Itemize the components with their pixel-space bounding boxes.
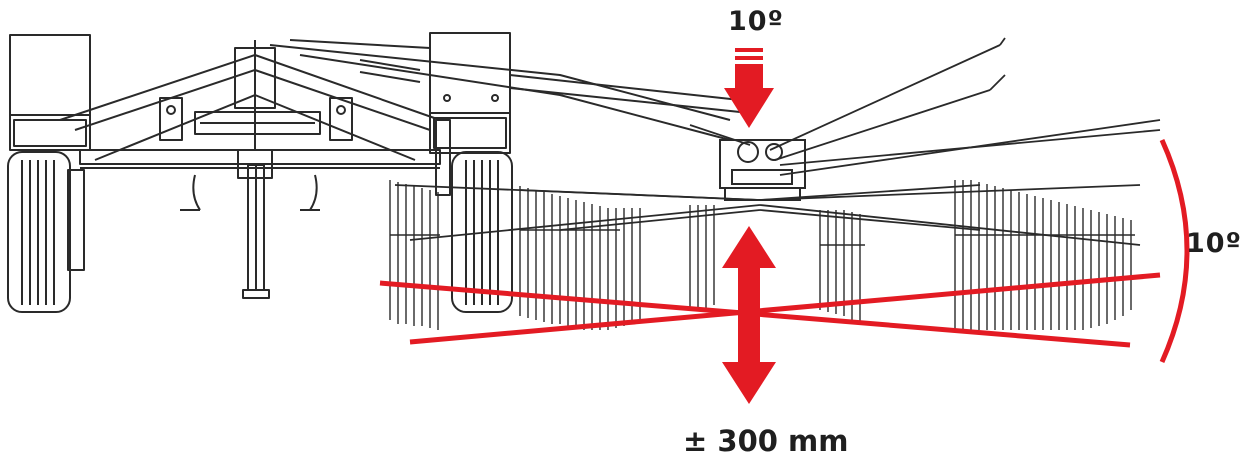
top-tilt-arrow: [724, 48, 774, 128]
left-wheel: [7, 151, 85, 313]
height-adjust-arrow: [722, 226, 776, 404]
tine-group-right: [819, 180, 1135, 330]
rotor-head: [719, 139, 806, 201]
top-tilt-label: 10º: [728, 6, 784, 37]
side-tilt-label: 10º: [1186, 228, 1242, 259]
height-adjust-label: ± 300 mm: [683, 424, 849, 458]
side-tilt-arc: [1159, 138, 1190, 364]
machine-chassis: [7, 32, 741, 313]
tilt-line-b: [409, 272, 1161, 345]
tine-arms: [394, 37, 1161, 246]
tine-group-left: [389, 180, 715, 330]
